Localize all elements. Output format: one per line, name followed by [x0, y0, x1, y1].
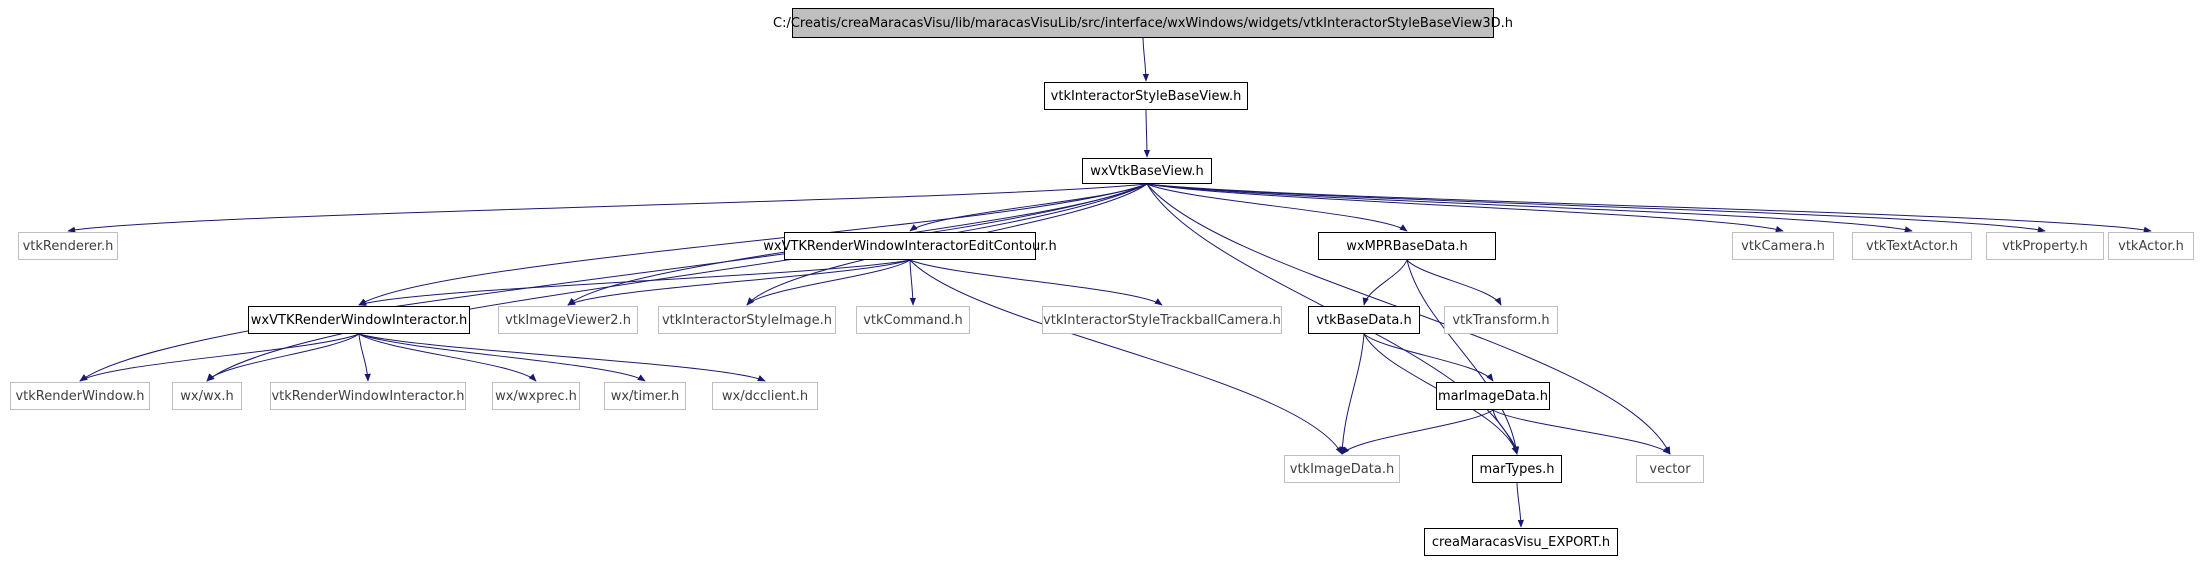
edge-vbd-to-vtkImageData [1339, 333, 1365, 455]
node-vtkrenderwindow: vtkRenderWindow.h [10, 382, 150, 410]
node-vtkimagedata: vtkImageData.h [1284, 455, 1400, 483]
edge-editContour-to-isi [746, 259, 911, 306]
node-isbv[interactable]: vtkInteractorStyleBaseView.h [1044, 82, 1248, 110]
node-wxvbv[interactable]: wxVtkBaseView.h [1082, 158, 1212, 184]
node-vbd[interactable]: vtkBaseData.h [1308, 306, 1420, 334]
node-iv2: vtkImageViewer2.h [498, 306, 638, 334]
node-vtkcamera: vtkCamera.h [1732, 232, 1834, 260]
edge-marTypes-to-export [1516, 482, 1525, 528]
node-vector: vector [1636, 455, 1704, 483]
node-export[interactable]: creaMaracasVisu_EXPORT.h [1424, 528, 1618, 556]
edge-wxvbv-to-vtkActor [1146, 183, 2152, 233]
node-vtkrenderer: vtkRenderer.h [18, 232, 118, 260]
edge-wxvbv-to-rwi [358, 183, 1148, 306]
node-editcontour[interactable]: wxVTKRenderWindowInteractorEditContour.h [763, 232, 1057, 260]
edge-wxvbv-to-vtkRenderer [67, 183, 1148, 233]
edge-mid-to-vector [1492, 409, 1671, 455]
edge-editContour-to-vtkImageData [909, 259, 1343, 455]
node-wxwx: wx/wx.h [172, 382, 242, 410]
edge-vbd-to-mid [1363, 333, 1494, 382]
edge-mprbd-to-marTypes [1406, 259, 1520, 455]
dependency-edges [67, 37, 2152, 528]
node-vtkactor: vtkActor.h [2108, 232, 2194, 260]
edge-editContour-to-istc [909, 259, 1163, 306]
node-mid[interactable]: marImageData.h [1436, 382, 1550, 410]
edge-rwi-to-wxprec [358, 333, 537, 382]
edge-mid-to-vtkImageData [1341, 409, 1494, 455]
edge-wxvbv-to-vtkCamera [1146, 183, 1784, 233]
edge-wxvbv-to-editContour [909, 183, 1148, 232]
edge-mid-to-marTypes [1492, 409, 1520, 455]
edge-rwi-to-wxwx [206, 333, 360, 382]
edge-rwi-to-vtkRenderWindow [79, 333, 360, 382]
edge-mprbd-to-vbd [1362, 259, 1408, 306]
node-dcclient: wx/dcclient.h [712, 382, 818, 410]
edge-wxvbv-to-mprbd [1146, 183, 1408, 232]
node-vtktransform: vtkTransform.h [1444, 306, 1558, 334]
edge-wxvbv-to-vtkTextActor [1146, 183, 1913, 233]
edge-root-to-isbv [1142, 37, 1150, 82]
edge-wxvbv-to-vtkProperty [1146, 183, 2046, 233]
node-vtkproperty: vtkProperty.h [1986, 232, 2104, 260]
node-vrwi: vtkRenderWindowInteractor.h [270, 382, 466, 410]
edge-wxvbv-to-wxwx [206, 183, 1148, 382]
node-martypes[interactable]: marTypes.h [1472, 455, 1562, 483]
node-wxprec: wx/wxprec.h [492, 382, 580, 410]
edge-rwi-to-dcclient [358, 333, 766, 382]
edge-rwi-to-wxtimer [358, 333, 646, 382]
edge-wxvbv-to-vtkRenderWindow [79, 183, 1148, 382]
edge-editContour-to-rwi [358, 259, 911, 306]
edge-editContour-to-vtkCommand [909, 259, 917, 306]
node-mprbd[interactable]: wxMPRBaseData.h [1318, 232, 1496, 260]
edge-rwi-to-vrwi [358, 333, 371, 382]
node-vtkcommand: vtkCommand.h [856, 306, 970, 334]
node-istc: vtkInteractorStyleTrackballCamera.h [1042, 306, 1282, 334]
node-wxtimer: wx/timer.h [604, 382, 686, 410]
edge-mprbd-to-vtkTransform [1406, 259, 1502, 306]
edge-isbv-to-wxvbv [1143, 109, 1151, 158]
node-isi: vtkInteractorStyleImage.h [658, 306, 836, 334]
edge-editContour-to-iv2 [567, 259, 911, 306]
node-root[interactable]: C:/Creatis/creaMaracasVisu/lib/maracasVi… [773, 8, 1513, 38]
node-vtktextactor: vtkTextActor.h [1852, 232, 1972, 260]
node-rwi[interactable]: wxVTKRenderWindowInteractor.h [248, 306, 470, 334]
